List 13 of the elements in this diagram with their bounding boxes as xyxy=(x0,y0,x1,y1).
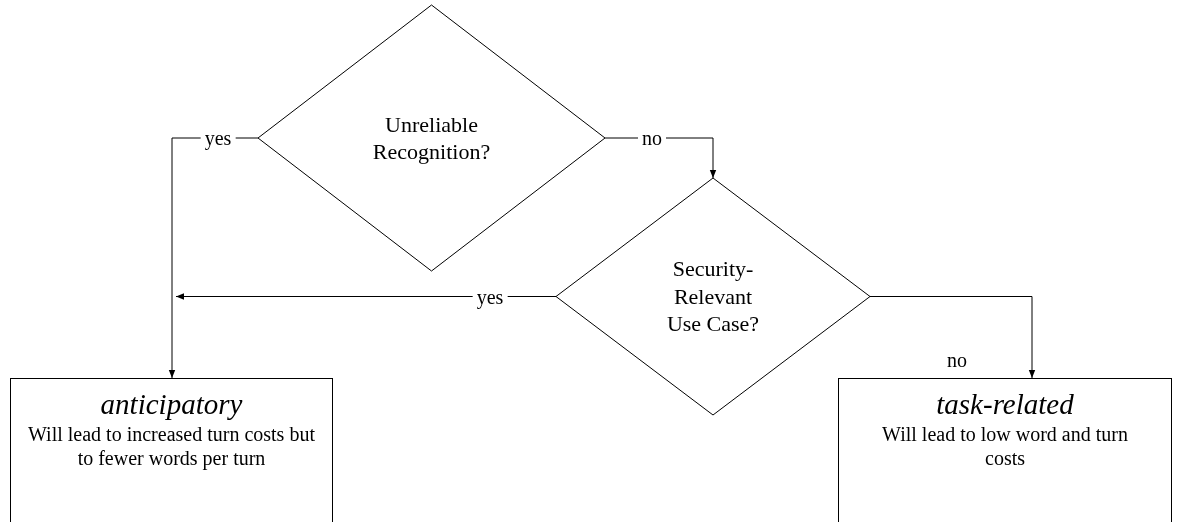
outcome-description: Will lead to increased turn costs but to fewer words per turn xyxy=(27,421,316,470)
decision-diamond xyxy=(258,5,605,271)
decision-question: Unreliable Recognition? xyxy=(371,110,492,166)
outcome-box xyxy=(838,378,1172,522)
decision-question: Security-Relevant Use Case? xyxy=(665,255,761,338)
arrow xyxy=(168,137,259,379)
outcome-description: Will lead to low word and turn costs xyxy=(881,421,1129,470)
outcome-box xyxy=(10,378,333,522)
outcome-title: anticipatory xyxy=(100,387,243,422)
outcome-title: task-related xyxy=(936,387,1074,422)
arrow xyxy=(175,293,557,300)
decision-diamond xyxy=(556,178,870,415)
arrow xyxy=(869,296,1036,379)
